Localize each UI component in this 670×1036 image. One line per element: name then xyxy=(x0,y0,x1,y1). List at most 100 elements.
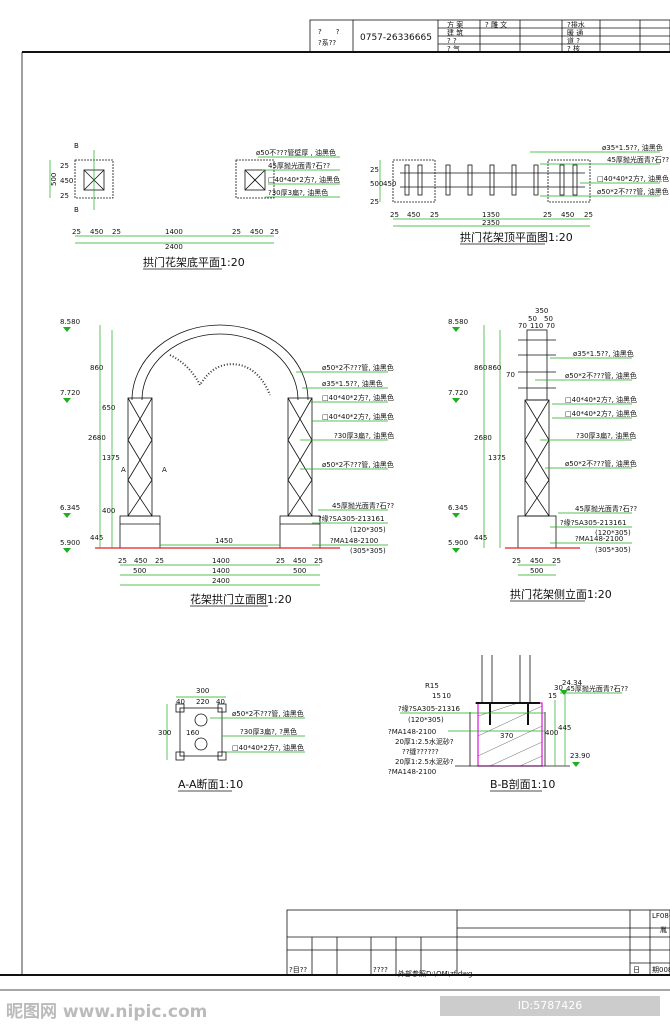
dim: 450 xyxy=(60,177,73,185)
dim: 500 xyxy=(293,567,306,575)
level-mark: 6.345 xyxy=(448,504,468,512)
level-mark: 6.345 xyxy=(60,504,80,512)
dim: 450 xyxy=(134,557,147,565)
dim: 450 xyxy=(407,211,420,219)
callout: ?缘?SA305-21316 xyxy=(398,704,460,713)
dim: 2680 xyxy=(474,434,492,442)
dim: 25 xyxy=(72,228,81,236)
dim-total: 2350 xyxy=(482,219,500,227)
dim: 25 xyxy=(552,557,561,565)
section-mark-b: B xyxy=(74,206,79,214)
callout: □40*40*2方?, 油黑色 xyxy=(268,175,340,184)
level-mark: 8.580 xyxy=(60,318,80,326)
dim: 110 xyxy=(530,322,543,330)
callout: ø50*2不???管, 油黑色 xyxy=(232,709,304,718)
dim: 25 xyxy=(584,211,593,219)
dim: 25 xyxy=(276,557,285,565)
section-aa-title: A-A断面1:10 xyxy=(178,777,243,791)
dim: 25 xyxy=(155,557,164,565)
dim: 25 xyxy=(390,211,399,219)
header-role: ? 核 xyxy=(567,44,580,53)
dim: 25 xyxy=(430,211,439,219)
date-value: 期008. xyxy=(652,966,670,974)
dim: 15 xyxy=(548,692,557,700)
dim: 500 xyxy=(370,180,383,188)
header-role: ?排水 xyxy=(567,20,585,29)
dim: 500 xyxy=(133,567,146,575)
dim: 1400 xyxy=(165,228,183,236)
header-designer: ? 雕 文 xyxy=(485,20,507,29)
callout: ??缝?????? xyxy=(402,747,439,756)
level-mark: 23.90 xyxy=(570,752,590,760)
callout: ø50不???管壁厚 , 油黑色 xyxy=(256,148,336,157)
callout: ?MA148-2100 xyxy=(388,728,436,736)
callout: ?缘?SA305-213161 xyxy=(560,518,626,527)
dim: 25 xyxy=(270,228,279,236)
dim: 25 xyxy=(370,166,379,174)
dim: 500 xyxy=(50,173,58,186)
dim: 370 xyxy=(500,732,513,740)
dim: 450 xyxy=(250,228,263,236)
callout: ø50*2不???管, 油黑色 xyxy=(565,459,637,468)
callout: ?30厚3扁?, 油黑色 xyxy=(334,431,394,440)
dim: 1350 xyxy=(482,211,500,219)
callout: ?MA148-2100 xyxy=(330,537,378,545)
level-mark: 24.34 xyxy=(562,679,583,687)
base-plan-drawing: B B 500 25 450 25 25 450 25 1400 25 450 … xyxy=(49,142,340,270)
callout: ø35*1.5??, 油黑色 xyxy=(322,379,383,388)
watermark-logo: 昵图网 www.nipic.com xyxy=(6,1002,208,1022)
header-phone: 0757-26336665 xyxy=(360,33,432,43)
header-role: ? ? xyxy=(447,37,457,45)
dim-total: 2400 xyxy=(165,243,183,251)
title-block-cell: ???? xyxy=(373,966,388,974)
dim: 300 xyxy=(196,687,209,695)
dim: 450 xyxy=(561,211,574,219)
level-mark: 5.900 xyxy=(448,539,468,547)
callout: ø35*1.5??, 油黑色 xyxy=(573,349,634,358)
callout: (120*305) xyxy=(350,526,386,534)
callout: ø50*2不???管, 油黑色 xyxy=(565,371,637,380)
dim: 25 xyxy=(543,211,552,219)
header-company-line2: ?系?? xyxy=(318,38,336,47)
dim: 450 xyxy=(293,557,306,565)
dim: 25 xyxy=(512,557,521,565)
dim: 50 xyxy=(528,315,537,323)
top-plan-title: 拱门花架顶平面图1:20 xyxy=(460,230,573,244)
dim: 15 xyxy=(432,692,441,700)
section-mark-a: A xyxy=(121,466,126,474)
callout: 20厚1:2.5水泥砂? xyxy=(395,737,454,746)
header-company-line1: ? ? xyxy=(318,28,340,36)
callout: 45厚抛光面青?石?? xyxy=(332,501,394,510)
header-role: 暖 通 xyxy=(567,28,583,37)
dim: 40 xyxy=(216,698,225,706)
callout: ø35*1.5??, 油黑色 xyxy=(602,143,663,152)
dim: 445 xyxy=(474,534,487,542)
dim: 25 xyxy=(370,198,379,206)
section-aa-drawing: 300 40 220 40 300 160 ø50*2不???管, 油黑色 ?3… xyxy=(158,687,305,792)
dim: 50 xyxy=(544,315,553,323)
side-elevation-title: 拱门花架侧立面1:20 xyxy=(510,587,612,601)
front-elevation-title: 花架拱门立面图1:20 xyxy=(190,592,292,606)
callout: 45厚抛光面青?石?? xyxy=(575,504,637,513)
top-plan-drawing: 25 500 450 25 25 450 25 1350 25 450 25 2… xyxy=(370,143,669,245)
callout: ø50*2不???管, 油黑色 xyxy=(322,460,394,469)
dim: 350 xyxy=(535,307,548,315)
dim-total: 500 xyxy=(530,567,543,575)
callout: □40*40*2方?, 油黑色 xyxy=(322,412,394,421)
header-table: ? ? ?系?? 0757-26336665 方 案 建 筑 ? ? ? 气 ?… xyxy=(309,19,670,53)
callout: 45厚抛光面青?石?? xyxy=(566,684,628,693)
level-mark: 8.580 xyxy=(448,318,468,326)
dim: 860 xyxy=(474,364,487,372)
front-elevation-drawing: 8.580 7.720 6.345 5.900 860 2680 1375 65… xyxy=(60,318,394,607)
dim: 10 xyxy=(442,692,451,700)
dim: 860 xyxy=(90,364,103,372)
dim: 650 xyxy=(102,404,115,412)
dim: 445 xyxy=(90,534,103,542)
dim: 2680 xyxy=(88,434,106,442)
callout: 20厚1:2.5水泥砂? xyxy=(395,757,454,766)
side-elevation-drawing: 350 50 50 70 110 70 8.580 7.720 6.345 5.… xyxy=(448,307,637,602)
dim: 25 xyxy=(60,162,69,170)
dim-total: 2400 xyxy=(212,577,230,585)
dim: 70 xyxy=(506,371,515,379)
callout: □40*40*2方?, 油黑色 xyxy=(565,409,637,418)
